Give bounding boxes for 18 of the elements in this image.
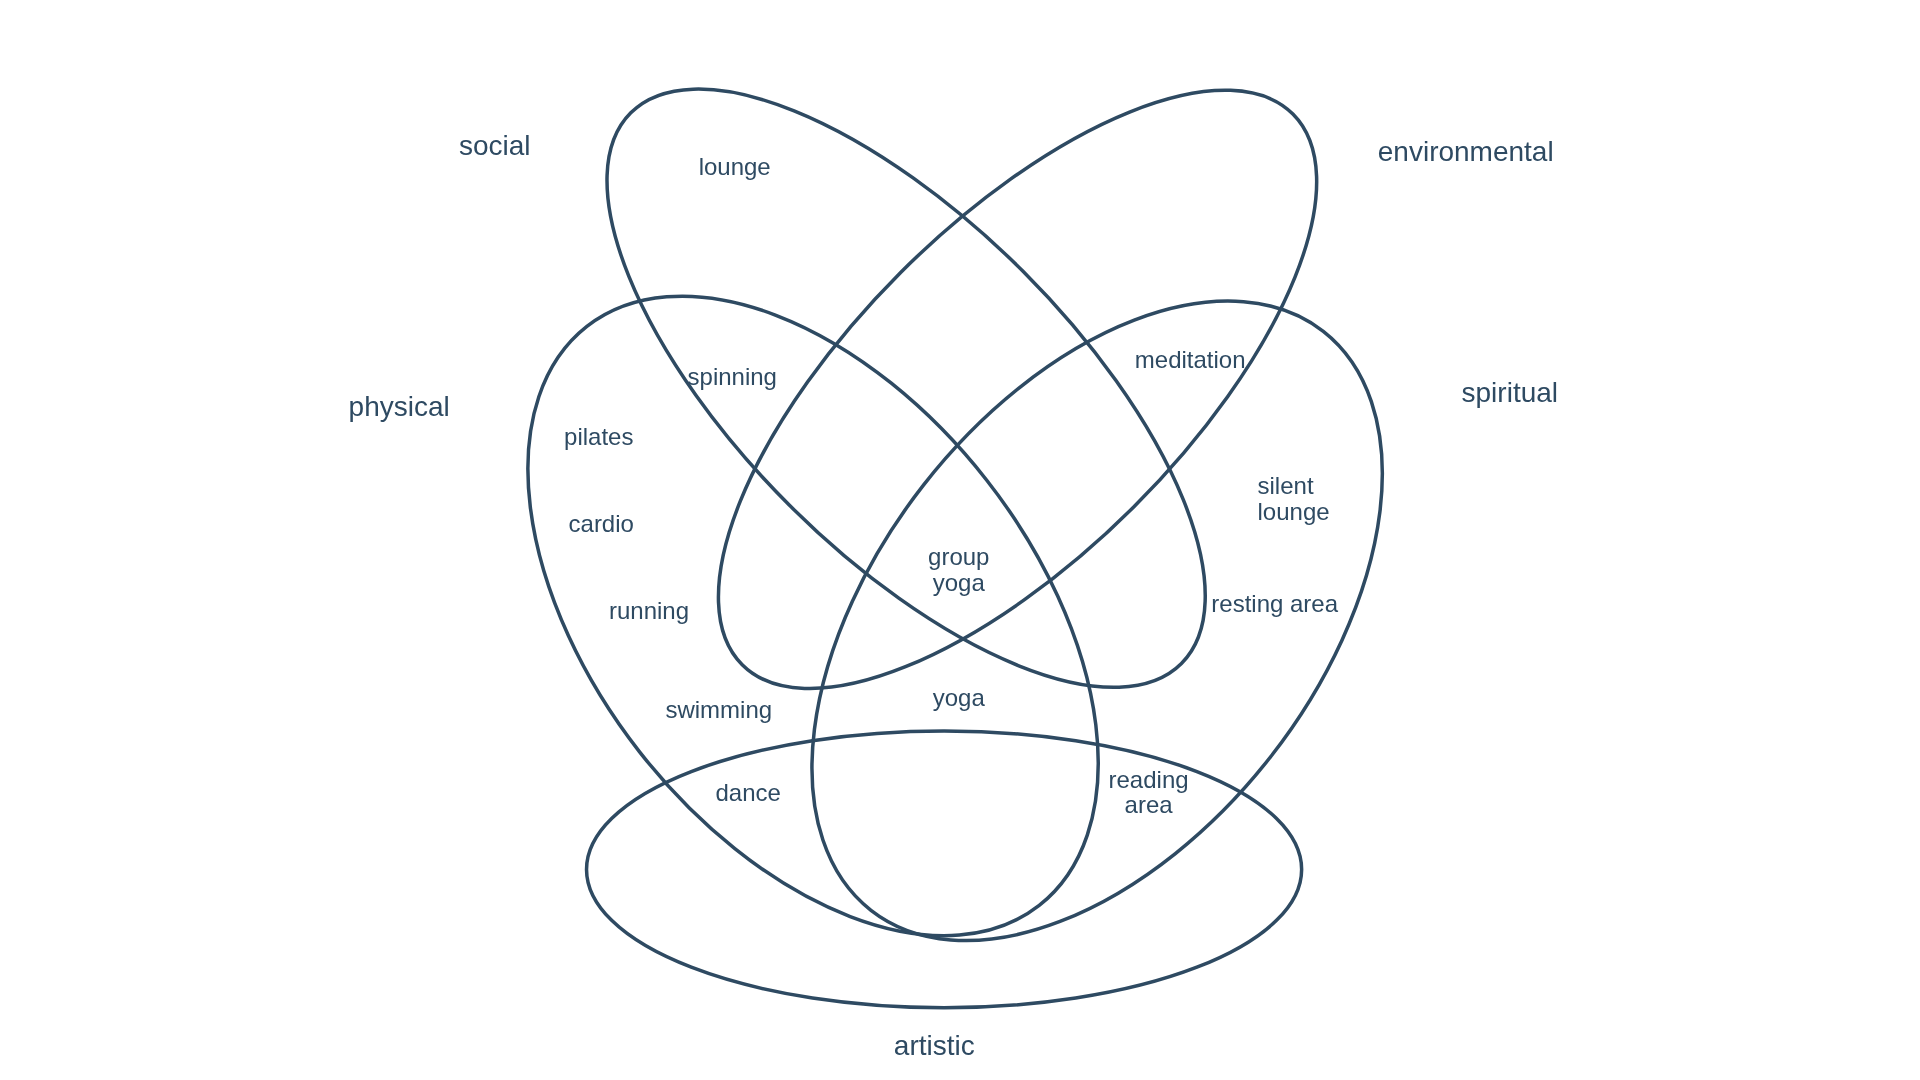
- region-label: reading area: [1107, 767, 1190, 818]
- set-label: spiritual: [1461, 378, 1558, 408]
- set-label: environmental: [1377, 137, 1554, 167]
- region-label: spinning: [687, 364, 777, 390]
- set-label: artistic: [893, 1031, 975, 1061]
- region-label: lounge: [698, 153, 771, 180]
- set-label: social: [458, 131, 531, 161]
- region-label: pilates: [564, 424, 634, 450]
- set-label: physical: [348, 391, 450, 422]
- region-label: group yoga: [927, 544, 991, 595]
- region-label: meditation: [1134, 347, 1246, 373]
- region-label: cardio: [568, 511, 634, 537]
- region-label: silent lounge: [1257, 473, 1331, 524]
- region-label: yoga: [932, 685, 985, 711]
- region-label: dance: [715, 780, 781, 807]
- region-label: resting area: [1211, 591, 1339, 617]
- region-label: running: [608, 598, 689, 624]
- region-label: swimming: [665, 697, 773, 723]
